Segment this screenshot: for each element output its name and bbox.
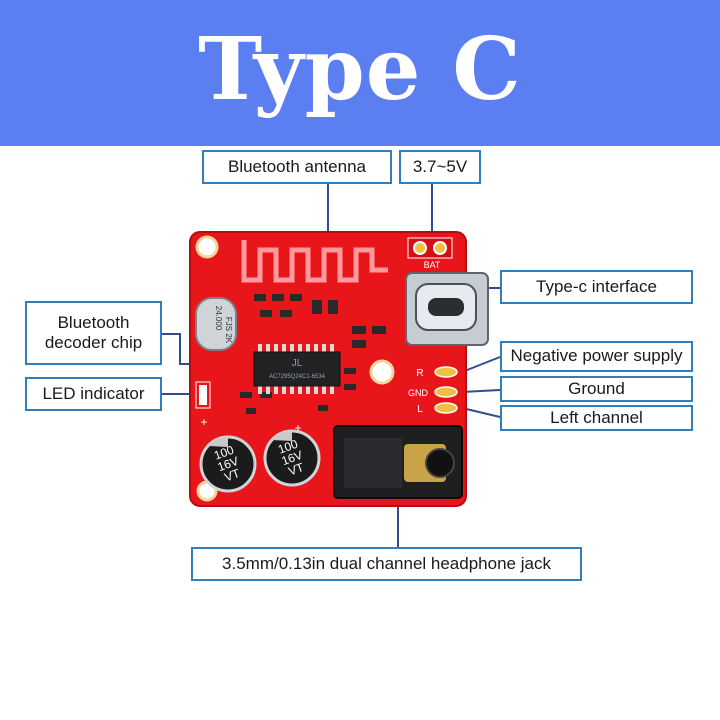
label-bluetooth-antenna: Bluetooth antenna	[202, 150, 392, 184]
pad-l-label: L	[417, 404, 423, 415]
label-bluetooth-decoder-chip: Bluetooth decoder chip	[25, 301, 162, 365]
label-led-indicator: LED indicator	[25, 377, 162, 411]
label-negative-power-supply: Negative power supply	[500, 341, 693, 372]
headphone-jack	[333, 425, 463, 499]
battery-pads	[407, 237, 453, 259]
ground-leader	[461, 389, 501, 393]
crystal-oscillator	[195, 297, 237, 351]
led-indicator	[195, 381, 211, 409]
chip-logo: JL	[292, 358, 303, 369]
plus-mark-right: +	[294, 421, 301, 435]
smd-components	[240, 294, 386, 414]
plus-mark-left: +	[200, 415, 207, 429]
capacitor-left	[199, 435, 257, 493]
chip-part-number: AC7295Q24C1-6534	[269, 374, 326, 380]
bluetooth-antenna-trace	[241, 240, 388, 283]
pad-gnd-label: GND	[408, 388, 429, 398]
mounting-hole-top-left	[195, 235, 219, 259]
crystal-frequency: 24.000	[214, 306, 223, 331]
page-title: Type C	[198, 19, 522, 120]
label-voltage: 3.7~5V	[399, 150, 481, 184]
label-ground: Ground	[500, 376, 693, 402]
label-left-channel: Left channel	[500, 405, 693, 431]
pad-r-label: R	[416, 368, 423, 379]
capacitor-right	[263, 429, 321, 487]
title-banner	[0, 0, 720, 146]
audio-output-pads	[434, 366, 458, 414]
label-headphone-jack: 3.5mm/0.13in dual channel headphone jack	[191, 547, 582, 581]
bluetooth-decoder-chip	[253, 344, 341, 394]
left-leader	[461, 407, 501, 418]
crystal-code: FJS 2K	[224, 317, 233, 344]
mounting-hole-center	[369, 359, 395, 385]
bat-label: BAT	[424, 260, 441, 270]
negative-leader	[461, 356, 501, 373]
capacitor-right-rating: 10016VVT	[275, 436, 308, 479]
capacitor-left-rating: 10016VVT	[211, 442, 244, 485]
label-typec-interface: Type-c interface	[500, 270, 693, 304]
usb-typec-connector	[405, 272, 489, 346]
